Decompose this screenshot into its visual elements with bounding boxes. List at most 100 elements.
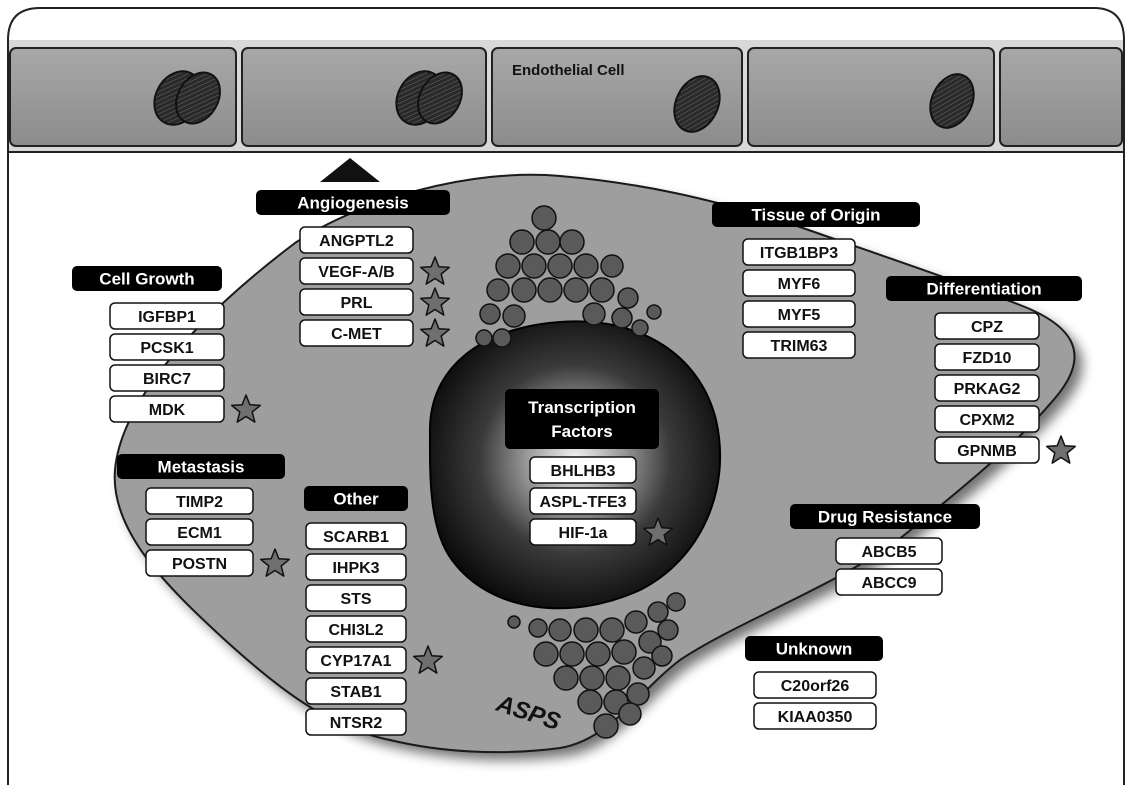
granule: [495, 253, 521, 279]
gene-label: HIF-1a: [559, 525, 608, 542]
gene-box: [529, 456, 637, 484]
granule: [624, 610, 648, 634]
gene-label: CPZ: [971, 319, 1003, 336]
granule: [553, 665, 579, 691]
gene-box: [109, 333, 225, 361]
granule: [579, 665, 605, 691]
gene-label: C-MET: [331, 326, 382, 343]
star-icon: [642, 517, 674, 546]
granule: [507, 615, 521, 629]
gene-label: FZD10: [963, 350, 1012, 367]
endothelial-nucleus: [929, 73, 975, 129]
endothelial-layer: Endothelial Cell: [9, 40, 1123, 153]
granule: [479, 303, 501, 325]
endothelial-nucleus: [153, 70, 221, 126]
group-header: Angiogenesis: [297, 194, 408, 213]
gene-label: BHLHB3: [551, 463, 616, 480]
gene-label: ECM1: [177, 525, 222, 542]
gene-label: CPXM2: [959, 412, 1014, 429]
gene-box: [529, 487, 637, 515]
endothelial-cell: [999, 47, 1123, 147]
gene-label: POSTN: [172, 556, 227, 573]
gene-box: [109, 364, 225, 392]
gene-label: VEGF-A/B: [318, 264, 394, 281]
gene-box: [742, 300, 856, 328]
gene-label: KIAA0350: [778, 709, 853, 726]
granule: [657, 619, 679, 641]
group-header-bg: [304, 486, 408, 511]
granule: [511, 277, 537, 303]
gene-label: ABCB5: [861, 544, 916, 561]
group-transcription-factors: TranscriptionFactorsBHLHB3ASPL-TFE3HIF-1…: [505, 389, 674, 546]
gene-box: [305, 615, 407, 643]
gene-label: MDK: [149, 402, 186, 419]
granule: [631, 319, 649, 337]
gene-box: [753, 671, 877, 699]
star-icon: [259, 548, 291, 577]
granule: [626, 682, 650, 706]
granule: [547, 253, 573, 279]
gene-label: MYF5: [778, 307, 821, 324]
gene-box: [305, 584, 407, 612]
endothelial-nucleus: [395, 70, 463, 126]
gene-box: [305, 646, 407, 674]
star-icon: [419, 318, 451, 347]
gene-label: IHPK3: [332, 560, 379, 577]
gene-label: CHI3L2: [328, 622, 383, 639]
group-header: Differentiation: [926, 280, 1041, 299]
gene-box: [145, 549, 254, 577]
gene-box: [305, 553, 407, 581]
granule: [528, 618, 548, 638]
granule: [573, 253, 599, 279]
granule: [492, 328, 512, 348]
gene-label: ABCC9: [861, 575, 916, 592]
endothelial-cell-label: Endothelial Cell: [512, 62, 625, 79]
arrow-up-icon: [320, 158, 380, 182]
gene-box: [145, 487, 254, 515]
group-header-bg: [505, 389, 659, 449]
gene-label: BIRC7: [143, 371, 191, 388]
gene-box: [835, 568, 943, 596]
gene-label: PCSK1: [140, 340, 193, 357]
granule: [593, 713, 619, 739]
gene-box: [109, 302, 225, 330]
granule: [502, 304, 526, 328]
group-header: Transcription: [528, 398, 636, 417]
group-header: Drug Resistance: [818, 508, 952, 527]
gene-label: ASPL-TFE3: [539, 494, 626, 511]
gene-label: MYF6: [778, 276, 821, 293]
granule: [537, 277, 563, 303]
group-header-bg: [712, 202, 920, 227]
granule: [535, 229, 561, 255]
gene-box: [835, 537, 943, 565]
endothelial-nucleus: [673, 75, 721, 133]
granule: [647, 601, 669, 623]
granule: [605, 665, 631, 691]
gene-label: PRL: [341, 295, 373, 312]
group-header-bg: [886, 276, 1082, 301]
gene-box: [299, 257, 414, 285]
gene-label: C20orf26: [781, 678, 850, 695]
gene-label: TIMP2: [176, 494, 223, 511]
gene-box: [934, 405, 1040, 433]
granule: [589, 277, 615, 303]
star-icon: [419, 256, 451, 285]
granule: [611, 307, 633, 329]
gene-box: [299, 226, 414, 254]
star-icon: [1045, 435, 1077, 464]
gene-label: SCARB1: [323, 529, 389, 546]
gene-label: TRIM63: [771, 338, 828, 355]
granule: [559, 229, 585, 255]
granule: [486, 278, 510, 302]
granule: [618, 702, 642, 726]
gene-box: [145, 518, 254, 546]
gene-label: CYP17A1: [320, 653, 391, 670]
granule: [599, 617, 625, 643]
star-icon: [419, 287, 451, 316]
